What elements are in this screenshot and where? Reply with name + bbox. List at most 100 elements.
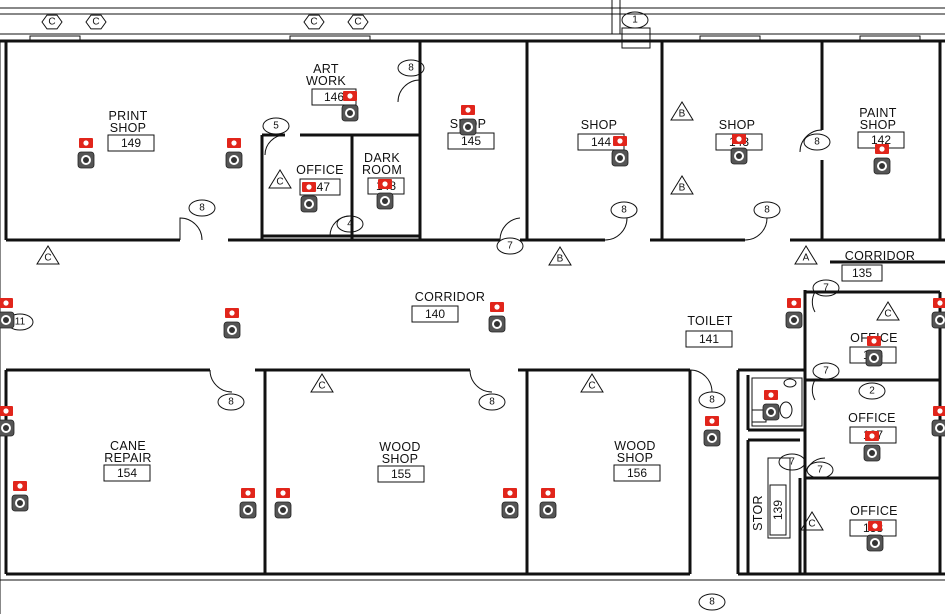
sensor-icon[interactable] <box>459 118 477 136</box>
devices <box>0 91 945 552</box>
door-tag: 8 <box>217 393 245 411</box>
camera-sensor-device[interactable] <box>223 308 241 339</box>
room-name-line: SHOP <box>581 118 618 132</box>
camera-sensor-device[interactable] <box>274 488 292 519</box>
camera-sensor-device[interactable] <box>863 431 881 462</box>
door-tag-label: 2 <box>869 386 875 397</box>
sensor-icon[interactable] <box>762 403 780 421</box>
sensor-icon[interactable] <box>863 444 881 462</box>
room-number-box <box>769 484 787 536</box>
hex-tag: C <box>85 14 107 30</box>
camera-sensor-device[interactable] <box>873 144 891 175</box>
room-number: 139 <box>771 500 785 520</box>
sensor-icon[interactable] <box>931 419 945 437</box>
room-name-line: SHOP <box>617 451 654 465</box>
camera-sensor-device[interactable] <box>730 134 748 165</box>
camera-sensor-device[interactable] <box>488 302 506 333</box>
hex-tag-label: C <box>354 17 361 28</box>
door-tag-label: 8 <box>709 597 715 608</box>
camera-sensor-device[interactable] <box>931 406 945 437</box>
camera-sensor-device[interactable] <box>300 182 318 213</box>
room-name-line: SHOP <box>110 121 147 135</box>
room-number: 135 <box>852 266 872 280</box>
camera-sensor-device[interactable] <box>341 91 359 122</box>
door-tag-label: 5 <box>273 121 279 132</box>
camera-sensor-device[interactable] <box>539 488 557 519</box>
door-tag-label: 8 <box>199 203 205 214</box>
sensor-icon[interactable] <box>225 151 243 169</box>
sensor-icon[interactable] <box>501 501 519 519</box>
sensor-icon[interactable] <box>11 494 29 512</box>
sensor-icon[interactable] <box>223 321 241 339</box>
camera-sensor-device[interactable] <box>77 138 95 169</box>
door-tag-label: 8 <box>228 397 234 408</box>
camera-sensor-device[interactable] <box>865 336 883 367</box>
triangle-tag: B <box>670 101 694 121</box>
camera-sensor-device[interactable] <box>501 488 519 519</box>
camera-sensor-device[interactable] <box>785 298 803 329</box>
camera-sensor-device[interactable] <box>459 105 477 136</box>
room-name-line: OFFICE <box>850 504 898 518</box>
sensor-icon[interactable] <box>239 501 257 519</box>
sensor-icon[interactable] <box>0 311 15 329</box>
camera-sensor-device[interactable] <box>239 488 257 519</box>
door-tag: 8 <box>188 199 216 217</box>
camera-sensor-device[interactable] <box>11 481 29 512</box>
sensor-icon[interactable] <box>611 149 629 167</box>
room-name: STOR <box>751 495 765 531</box>
camera-sensor-device[interactable] <box>0 406 15 437</box>
door-tag: 8 <box>803 133 831 151</box>
sensor-icon[interactable] <box>341 104 359 122</box>
sensor-icon[interactable] <box>873 157 891 175</box>
triangle-tag: C <box>36 245 60 265</box>
sensor-icon[interactable] <box>866 534 884 552</box>
hex-tag-label: C <box>48 17 55 28</box>
room-number: 154 <box>117 466 137 480</box>
sensor-icon[interactable] <box>703 429 721 447</box>
sensor-icon[interactable] <box>931 311 945 329</box>
toilet-fixtures <box>751 377 803 539</box>
sensor-icon[interactable] <box>730 147 748 165</box>
room-number: 141 <box>699 332 719 346</box>
triangle-tag: A <box>794 245 818 265</box>
building-outline <box>0 0 945 49</box>
door-tag-label: 8 <box>764 205 770 216</box>
camera-sensor-device[interactable] <box>0 298 15 329</box>
door-tag-label: 7 <box>823 366 829 377</box>
camera-sensor-device[interactable] <box>866 521 884 552</box>
door-tag-label: 8 <box>621 205 627 216</box>
sensor-icon[interactable] <box>376 192 394 210</box>
triangle-tag: B <box>548 246 572 266</box>
sensor-icon[interactable] <box>77 151 95 169</box>
sensor-icon[interactable] <box>0 419 15 437</box>
triangle-tag: C <box>268 169 292 189</box>
door-tag-label: 7 <box>823 283 829 294</box>
sensor-icon[interactable] <box>865 349 883 367</box>
camera-sensor-device[interactable] <box>376 179 394 210</box>
camera-sensor-device[interactable] <box>762 390 780 421</box>
camera-sensor-device[interactable] <box>703 416 721 447</box>
door-tag-label: 8 <box>709 395 715 406</box>
triangle-tag-label: B <box>679 109 686 120</box>
camera-sensor-device[interactable] <box>225 138 243 169</box>
camera-sensor-device[interactable] <box>611 136 629 167</box>
sensor-icon[interactable] <box>274 501 292 519</box>
camera-sensor-device[interactable] <box>931 298 945 329</box>
door-tag: 7 <box>812 362 840 380</box>
room-number-box <box>377 465 425 483</box>
sensor-icon[interactable] <box>300 195 318 213</box>
door-tag: 7 <box>778 453 806 471</box>
room-number-box <box>685 330 733 348</box>
triangle-tag: B <box>670 175 694 195</box>
sensor-icon[interactable] <box>539 501 557 519</box>
sensor-icon[interactable] <box>785 311 803 329</box>
hex-tag: C <box>303 14 325 30</box>
room-name-line: SHOP <box>860 118 897 132</box>
sensor-icon[interactable] <box>488 315 506 333</box>
triangle-tag: C <box>580 373 604 393</box>
